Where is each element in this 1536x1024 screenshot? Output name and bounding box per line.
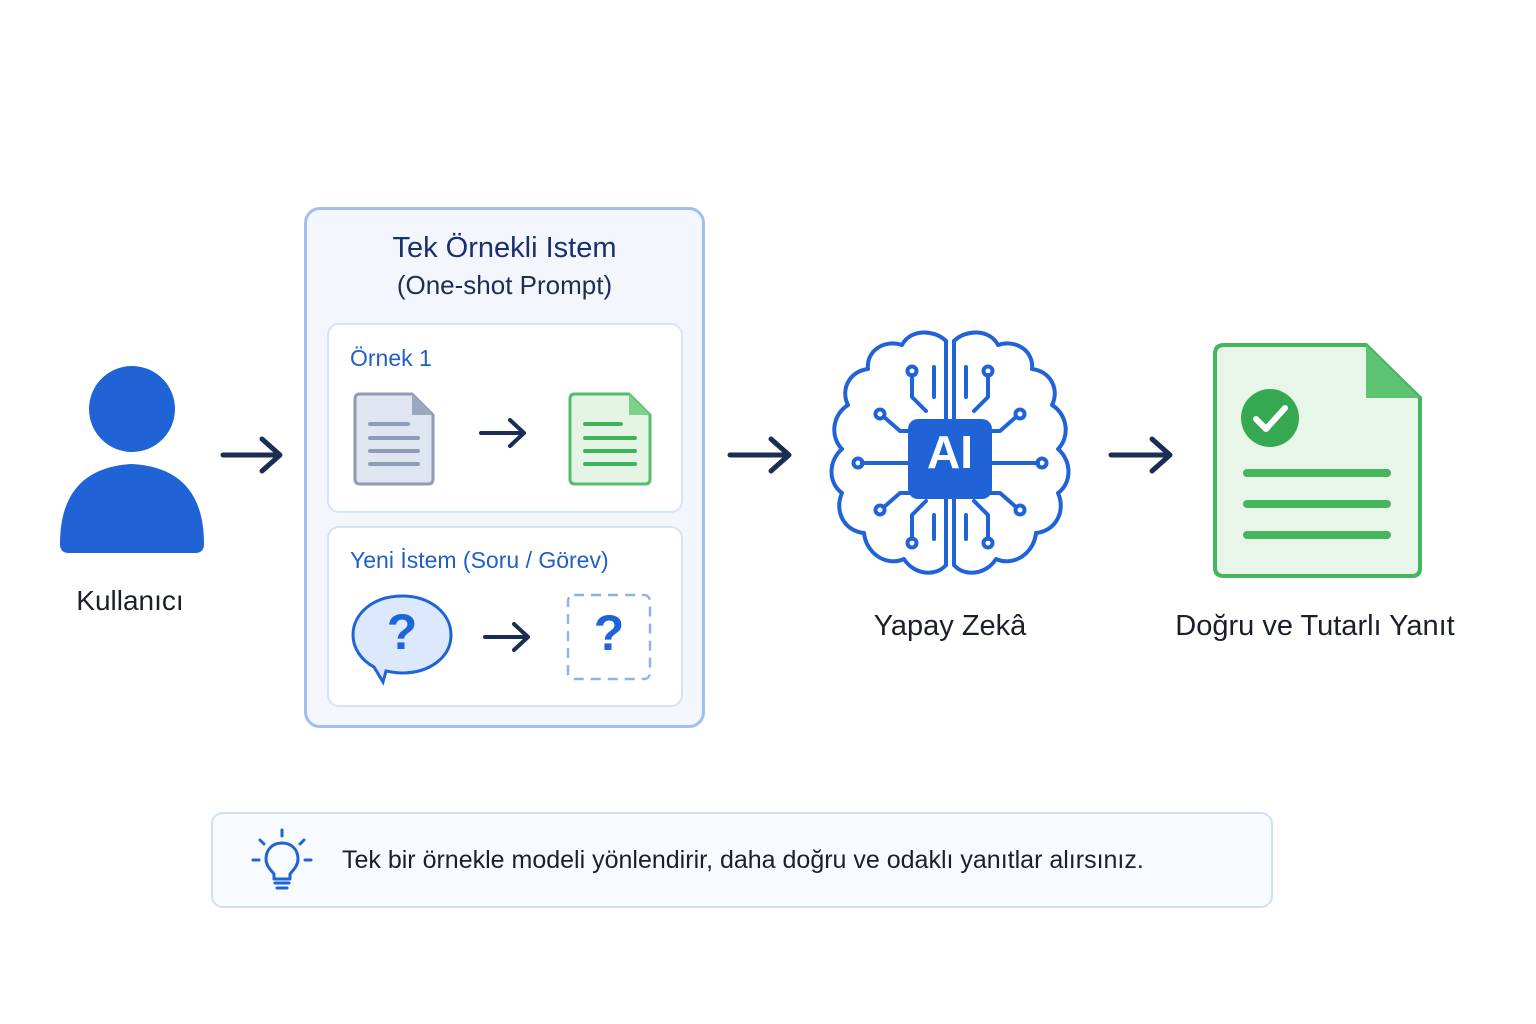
question-bubble-icon: [351, 594, 453, 686]
new-prompt-title: Yeni İstem (Soru / Görev): [350, 547, 609, 573]
question-mark: ?: [386, 604, 418, 660]
example-title: Örnek 1: [350, 345, 432, 371]
tip-text: Tek bir örnekle modeli yönlendirir, daha…: [342, 846, 1144, 874]
question-box-icon: [566, 593, 652, 681]
arrow-right-icon: [479, 418, 526, 448]
arrow-right-icon: [220, 436, 283, 474]
arrow-right-icon: [1108, 436, 1173, 474]
check-document-icon: [1213, 343, 1422, 578]
prompt-title: Tek Örnekli Istem: [392, 232, 617, 264]
ai-badge: AI: [927, 426, 973, 478]
lightbulb-icon: [251, 828, 313, 890]
ai-label: Yapay Zekâ: [873, 610, 1027, 642]
prompt-subtitle: (One-shot Prompt): [396, 270, 613, 300]
user-icon: [60, 366, 204, 553]
result-label: Doğru ve Tutarlı Yanıt: [1175, 610, 1455, 642]
arrow-right-icon: [727, 436, 792, 474]
arrow-right-icon: [483, 622, 530, 652]
answer-placeholder-mark: ?: [593, 605, 625, 661]
tip-box: [211, 812, 1273, 908]
user-label: Kullanıcı: [76, 585, 184, 616]
brain-ai-icon: [829, 330, 1071, 575]
document-icon: [353, 392, 435, 486]
document-green-icon: [568, 392, 652, 486]
